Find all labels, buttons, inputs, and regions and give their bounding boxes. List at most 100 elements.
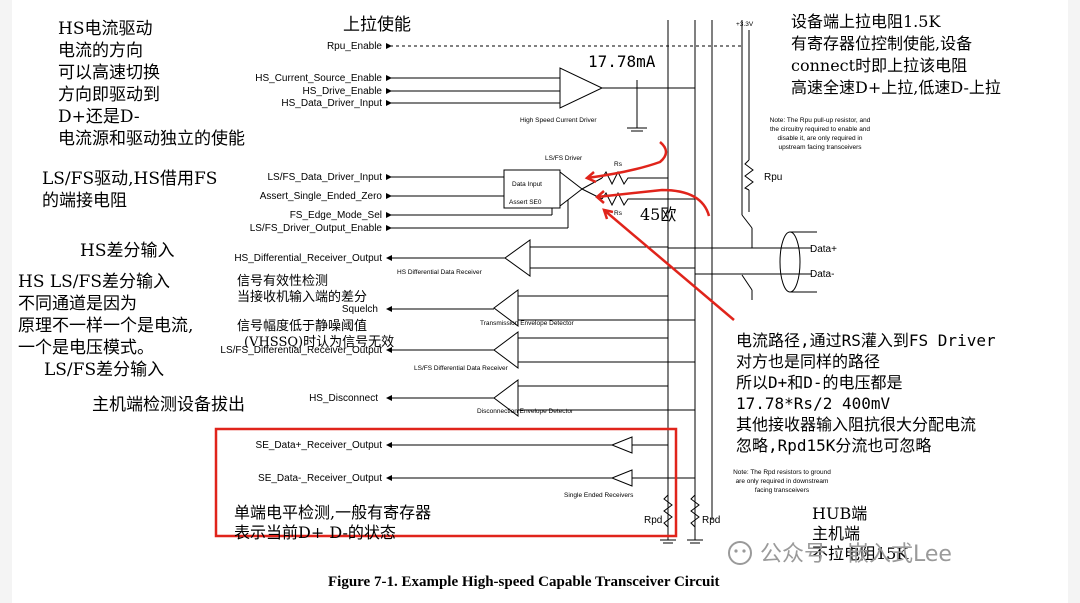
svg-text:(VHSSQ)时认为信号无效: (VHSSQ)时认为信号无效 <box>244 335 394 350</box>
svg-text:disable it, are only required: disable it, are only required in <box>778 135 863 142</box>
svg-text:电流源和驱动独立的使能: 电流源和驱动独立的使能 <box>58 128 245 149</box>
svg-text:高速全速D+上拉,低速D-上拉: 高速全速D+上拉,低速D-上拉 <box>791 78 1001 97</box>
red-annotations <box>214 141 735 538</box>
annotation-device-pullup: 设备端上拉电阻1.5K 有寄存器位控制使能,设备 connect时即上拉该电阻 … <box>791 12 1001 97</box>
svg-text:主机端: 主机端 <box>812 524 860 543</box>
disconnection-envelope-detector-symbol <box>493 379 519 417</box>
svg-text:HS电流驱动: HS电流驱动 <box>58 19 152 39</box>
hs-current-driver-symbol <box>559 67 604 109</box>
se-receiver-plus-symbol <box>610 436 633 454</box>
signal-lsfs-data-driver-input: LS/FS_Data_Driver_Input <box>267 172 382 183</box>
label-rs-bottom: Rs <box>614 210 623 217</box>
rpd-left-resistor <box>663 494 673 528</box>
hs-diff-receiver-symbol <box>504 239 531 277</box>
svg-text:对方也是同样的路径: 对方也是同样的路径 <box>736 352 880 371</box>
svg-text:HS LS/FS差分输入: HS LS/FS差分输入 <box>18 272 170 292</box>
signal-hs-data-driver-input: HS_Data_Driver_Input <box>281 98 382 109</box>
svg-text:upstream facing transceivers: upstream facing transceivers <box>778 144 862 151</box>
svg-text:D+还是D-: D+还是D- <box>58 107 140 127</box>
svg-text:设备端上拉电阻1.5K: 设备端上拉电阻1.5K <box>791 12 941 31</box>
rs-bottom-resistor <box>601 191 632 207</box>
label-data-minus: Data- <box>810 269 834 280</box>
transmission-envelope-detector-symbol <box>493 289 519 327</box>
svg-text:一个是电压模式。: 一个是电压模式。 <box>18 338 154 358</box>
rpu-resistor <box>744 159 754 191</box>
lsfs-diff-receiver-symbol <box>493 331 519 369</box>
svg-text:are only required in downstrea: are only required in downstream <box>736 478 829 485</box>
document-page: Rpu_Enable HS_Current_Source_Enable HS_D… <box>12 0 1068 603</box>
svg-text:信号有效性检测: 信号有效性检测 <box>237 274 328 289</box>
svg-text:connect时即上拉该电阻: connect时即上拉该电阻 <box>791 56 967 75</box>
svg-text:LS/FS驱动,HS借用FS: LS/FS驱动,HS借用FS <box>42 169 217 189</box>
label-rpu: Rpu <box>764 172 782 183</box>
note-rpu: Note: The Rpu pull-up resistor, and the … <box>770 117 871 151</box>
annotation-current-path: 电流路径,通过RS灌入到FS Driver 对方也是同样的路径 所以D+和D-的… <box>736 331 996 455</box>
watermark: 公众号 · 嵌入式Lee <box>728 541 952 567</box>
label-disconnection-envelope-detector: Disconnection Envelope Detector <box>477 408 574 415</box>
annotation-45-ohm: 45欧 <box>640 205 676 224</box>
annotation-signal-valid: 信号有效性检测 当接收机输入端的差分 信号幅度低于静噪阈值 (VHSSQ)时认为… <box>237 274 394 350</box>
wechat-icon <box>728 541 752 565</box>
label-data-input: Data Input <box>512 181 542 188</box>
signal-se-data-minus-receiver-output: SE_Data-_Receiver_Output <box>258 473 382 484</box>
label-rpd-right: Rpd <box>702 515 720 526</box>
svg-text:公众号 · 嵌入式Lee: 公众号 · 嵌入式Lee <box>760 542 952 567</box>
label-v33: +3.3V <box>736 21 754 28</box>
svg-text:的端接电阻: 的端接电阻 <box>42 191 127 211</box>
annotation-lsfs-drive: LS/FS驱动,HS借用FS 的端接电阻 <box>42 169 217 211</box>
signal-hs-current-source-enable: HS_Current_Source_Enable <box>255 73 382 84</box>
svg-text:Note: The Rpd resistors to gr: Note: The Rpd resistors to ground <box>733 469 831 476</box>
svg-text:单端电平检测,一般有寄存器: 单端电平检测,一般有寄存器 <box>234 503 431 522</box>
label-lsfs-diff-receiver: LS/FS Differential Data Receiver <box>414 365 509 372</box>
svg-text:不拉电阻15K: 不拉电阻15K <box>812 544 909 563</box>
label-rs-top: Rs <box>614 161 623 168</box>
svg-text:电流的方向: 电流的方向 <box>58 41 143 61</box>
annotation-hs-drive: HS电流驱动 电流的方向 可以高速切换 方向即驱动到 D+还是D- 电流源和驱动… <box>58 19 245 149</box>
label-lsfs-driver: LS/FS Driver <box>545 155 583 162</box>
signal-arrows <box>386 43 392 481</box>
se-receiver-minus-symbol <box>610 469 633 487</box>
label-rpd-left: Rpd <box>644 515 662 526</box>
svg-text:可以高速切换: 可以高速切换 <box>58 63 160 83</box>
svg-text:当接收机输入端的差分: 当接收机输入端的差分 <box>237 289 367 305</box>
svg-text:不同通道是因为: 不同通道是因为 <box>18 294 137 314</box>
svg-text:HUB端: HUB端 <box>812 504 867 523</box>
svg-text:电流路径,通过RS灌入到FS Driver: 电流路径,通过RS灌入到FS Driver <box>736 331 996 350</box>
annotation-lsfs-diff-input: LS/FS差分输入 <box>44 360 164 380</box>
annotation-pullup-enable: 上拉使能 <box>343 14 411 35</box>
transceiver-circuit-diagram: Rpu_Enable HS_Current_Source_Enable HS_D… <box>18 12 1001 590</box>
annotation-hub-side: HUB端 主机端 不拉电阻15K <box>812 504 909 563</box>
label-assert-se0: Assert SE0 <box>509 199 542 206</box>
signal-rpu-enable: Rpu_Enable <box>327 41 382 52</box>
label-hs-current-driver: High Speed Current Driver <box>520 117 597 124</box>
signal-assert-single-ended-zero: Assert_Single_Ended_Zero <box>260 191 383 202</box>
signal-lsfs-diff-receiver-output: LS/FS_Differential_Receiver_Output <box>220 345 382 356</box>
signal-hs-diff-receiver-output: HS_Differential_Receiver_Output <box>234 253 382 264</box>
svg-text:有寄存器位控制使能,设备: 有寄存器位控制使能,设备 <box>791 34 972 53</box>
signal-hs-disconnect: HS_Disconnect <box>309 393 378 404</box>
figure-caption: Figure 7-1. Example High-speed Capable T… <box>328 574 720 590</box>
svg-text:信号幅度低于静噪阈值: 信号幅度低于静噪阈值 <box>237 318 367 334</box>
signal-hs-drive-enable: HS_Drive_Enable <box>303 86 383 97</box>
annotation-hs-diff-input: HS差分输入 <box>80 241 174 261</box>
svg-text:原理不一样一个是电流,: 原理不一样一个是电流, <box>18 316 193 336</box>
label-single-ended-receivers: Single Ended Receivers <box>564 492 634 499</box>
signal-se-data-plus-receiver-output: SE_Data+_Receiver_Output <box>256 440 383 451</box>
svg-text:其他接收器输入阻抗很大分配电流: 其他接收器输入阻抗很大分配电流 <box>736 415 976 434</box>
annotation-hs-lsfs-diff: HS LS/FS差分输入 不同通道是因为 原理不一样一个是电流, 一个是电压模式… <box>18 272 193 358</box>
svg-text:facing transceivers: facing transceivers <box>755 487 810 494</box>
svg-text:Note: The Rpu pull-up resisto: Note: The Rpu pull-up resistor, and <box>770 117 871 124</box>
signal-lsfs-driver-output-enable: LS/FS_Driver_Output_Enable <box>250 223 383 234</box>
label-transmission-envelope-detector: Transmission Envelope Detector <box>480 320 575 327</box>
lsfs-driver-symbol <box>559 170 583 208</box>
label-hs-diff-receiver: HS Differential Data Receiver <box>397 269 483 276</box>
svg-text:表示当前D+ D-的状态: 表示当前D+ D-的状态 <box>234 523 396 542</box>
svg-text:所以D+和D-的电压都是: 所以D+和D-的电压都是 <box>736 373 903 392</box>
annotation-current-value: 17.78mA <box>588 52 656 71</box>
circuit-wiring <box>390 20 817 544</box>
annotation-single-ended: 单端电平检测,一般有寄存器 表示当前D+ D-的状态 <box>234 503 431 542</box>
label-data-plus: Data+ <box>810 244 837 255</box>
svg-text:the circuitry required to enab: the circuitry required to enable and <box>770 126 870 133</box>
svg-text:方向即驱动到: 方向即驱动到 <box>58 85 160 105</box>
